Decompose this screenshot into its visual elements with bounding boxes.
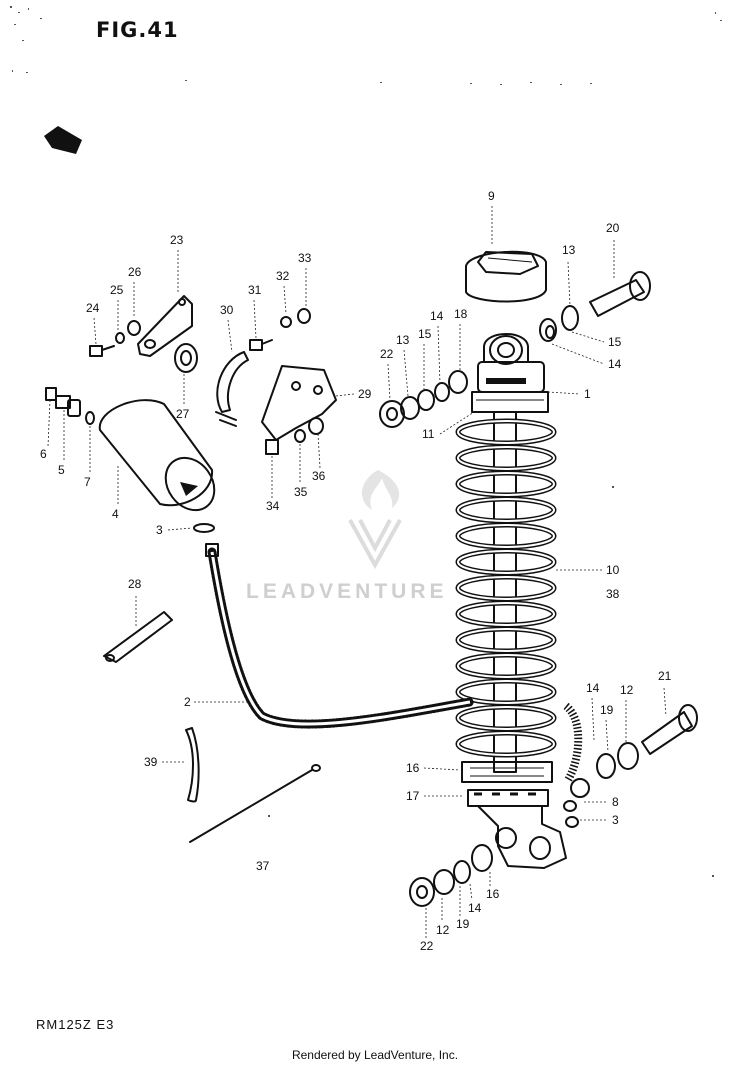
upper-mount-bolt-stack [539,271,651,342]
callout-26: 26 [128,265,142,279]
callout-14b: 14 [430,309,444,323]
callout-10: 10 [606,563,620,577]
model-code: RM125Z E3 [36,1017,115,1032]
spring-coil-highlight [457,680,555,704]
callout-12b: 12 [436,923,450,937]
callout-23: 23 [170,233,184,247]
watermark-logo-icon [348,470,402,570]
callout-22a: 22 [380,347,394,361]
spring-coil-highlight [457,550,555,574]
bolt-31 [249,339,273,351]
callout-19a: 19 [600,703,614,717]
callout-36: 36 [312,469,326,483]
callout-2: 2 [184,695,191,709]
callout-25: 25 [110,283,124,297]
spring-coil-highlight [457,446,555,470]
reservoir-hose [205,543,583,783]
callout-22b: 22 [420,939,434,953]
lower-mount-bolt-stack [563,704,698,828]
fig-title: FIG.41 [96,18,179,42]
spring-coil-highlight [457,420,555,444]
spring-coil-highlight [457,472,555,496]
callout-3b: 3 [612,813,619,827]
callout-13b: 13 [396,333,410,347]
callout-15a: 15 [608,335,622,349]
callout-5: 5 [58,463,65,477]
callout-18: 18 [454,307,468,321]
callout-35: 35 [294,485,308,499]
reservoir-valve [45,387,95,425]
callout-labels: 9 20 13 15 14 1 14 18 13 15 22 11 10 38 … [40,189,672,953]
washer-25-26 [115,320,141,344]
callout-21: 21 [658,669,672,683]
o-ring-3 [193,523,215,533]
callout-39: 39 [144,755,158,769]
callout-14d: 14 [468,901,482,915]
callout-30: 30 [220,303,234,317]
spring-adjuster-nut [461,761,553,807]
scan-speckle [10,6,722,877]
damper-rod [493,411,517,773]
callout-4: 4 [112,507,119,521]
callout-3a: 3 [156,523,163,537]
spring-coil-highlight [457,654,555,678]
callout-8: 8 [612,795,619,809]
footer-credit: Rendered by LeadVenture, Inc. [291,1048,459,1062]
bolt-24 [89,345,115,357]
callout-19b: 19 [456,917,470,931]
upper-left-bushing-stack [379,370,468,428]
forward-arrow-icon [44,126,82,154]
shock-reservoir-cap [465,250,547,303]
lower-left-bushing-stack [409,844,493,907]
callout-20: 20 [606,221,620,235]
callout-32: 32 [276,269,290,283]
spring-coil-highlight [457,576,555,600]
callout-29: 29 [358,387,372,401]
bolt-34 [265,439,279,455]
callout-6: 6 [40,447,47,461]
callout-38: 38 [606,587,620,601]
grommet-27 [174,343,198,373]
callout-24: 24 [86,301,100,315]
spring-coil-highlight [457,524,555,548]
callout-17: 17 [406,789,420,803]
callout-33: 33 [298,251,312,265]
coil-spring [455,418,557,758]
callout-13a: 13 [562,243,576,257]
callout-27: 27 [176,407,190,421]
spring-coil-highlight [457,706,555,730]
callout-9: 9 [488,189,495,203]
spring-coil-highlight [457,498,555,522]
callout-1: 1 [584,387,591,401]
callout-34: 34 [266,499,280,513]
band-clamp-30 [215,351,249,427]
callout-12a: 12 [620,683,634,697]
spring-coil-highlight [457,732,555,756]
callout-14a: 14 [608,357,622,371]
spring-coil-highlight [457,602,555,626]
spring-coil-highlight [457,628,555,652]
reservoir-bracket-23 [137,295,193,357]
callout-31: 31 [248,283,262,297]
reservoir-canister [98,399,216,512]
callout-14c: 14 [586,681,600,695]
callout-7: 7 [84,475,91,489]
nut-32-33 [280,308,311,328]
shock-bottom-clevis [477,805,567,869]
shock-top-eye [471,333,549,413]
callout-37: 37 [256,859,270,873]
callout-16a: 16 [406,761,420,775]
callout-28: 28 [128,577,142,591]
washer-35-36 [294,417,324,443]
cable-tie-37 [189,764,321,843]
watermark-text: LEADVENTURE [246,580,448,603]
callout-15b: 15 [418,327,432,341]
hose-guide-28 [103,611,173,663]
callout-16b: 16 [486,887,500,901]
callout-11: 11 [422,427,435,441]
reservoir-bracket-29 [261,365,337,441]
clamp-39 [185,727,200,803]
